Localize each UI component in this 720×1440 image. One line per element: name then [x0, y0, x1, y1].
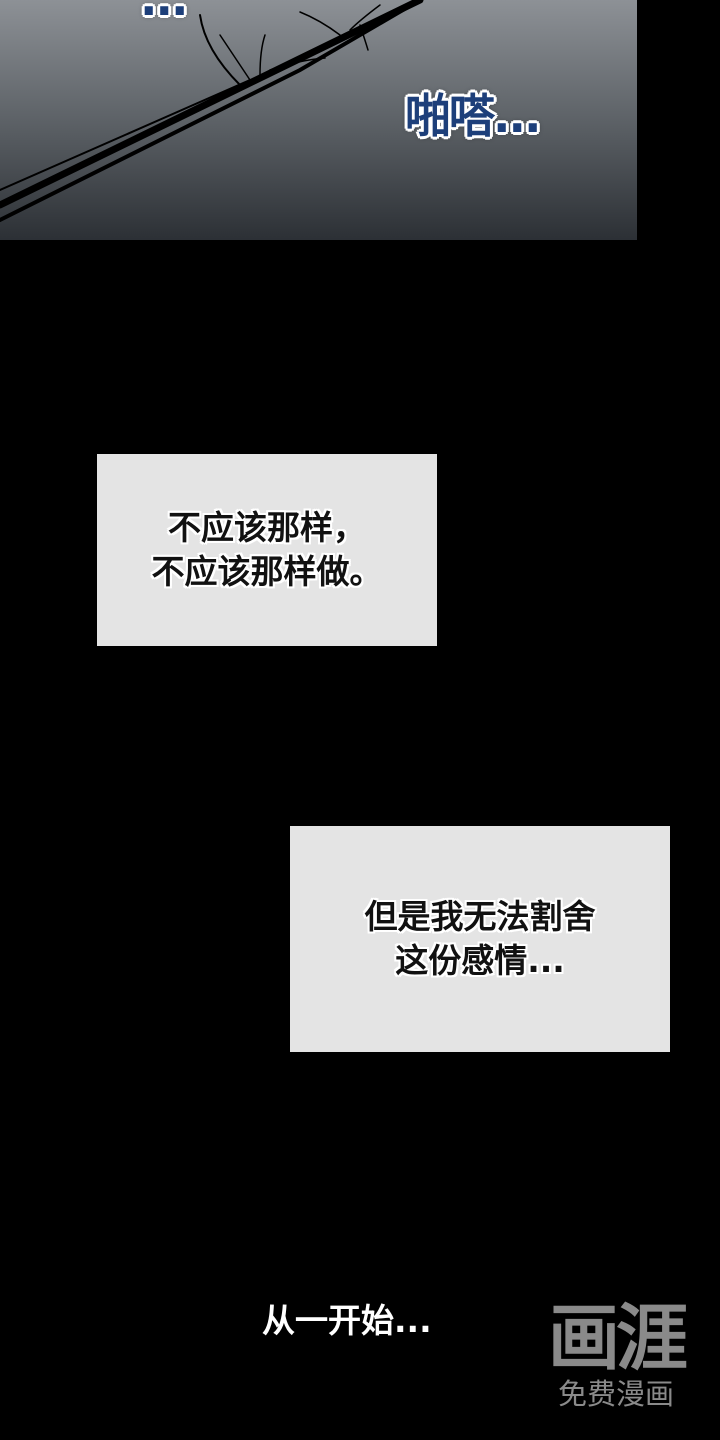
tree-branch-drawing — [0, 0, 424, 222]
watermark-logo: 画涯 免费漫画 — [548, 1296, 688, 1412]
night-sky-panel: ... 啪嗒... — [0, 0, 637, 240]
caption-line: 不应该那样做。 — [151, 552, 383, 591]
caption-line: 不应该那样， — [168, 508, 366, 547]
caption-box-1: 不应该那样， 不应该那样做。 — [97, 454, 437, 646]
sound-effect-partial: ... — [140, 0, 188, 26]
sound-effect-text: 啪嗒... — [405, 89, 541, 143]
watermark-tagline: 免费漫画 — [558, 1377, 675, 1411]
caption-box-2: 但是我无法割舍 这份感情... — [290, 826, 670, 1052]
watermark-logo-text: 画涯 — [548, 1296, 688, 1380]
narration-text: 从一开始... — [262, 1301, 432, 1340]
caption-line: 但是我无法割舍 — [364, 897, 596, 936]
caption-line: 这份感情... — [395, 941, 565, 980]
